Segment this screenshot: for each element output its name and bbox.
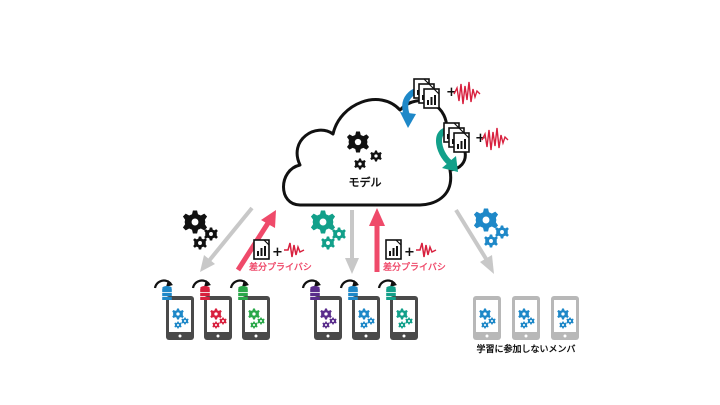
- sync-database-icon: [229, 278, 251, 300]
- noise-wave-icon: [481, 127, 509, 151]
- sync-database-icon: [153, 278, 175, 300]
- gear-icon: [321, 236, 335, 250]
- noise-wave-icon: [453, 81, 481, 105]
- model-gears-black: [182, 210, 218, 250]
- privacy-update-left: + 差分プライバシ: [249, 239, 312, 273]
- plus-sign: +: [446, 85, 457, 100]
- gear-icon: [484, 234, 498, 248]
- phone-device-inactive: [473, 296, 501, 340]
- phone-device-inactive: [551, 296, 579, 340]
- gear-icon: [310, 210, 336, 234]
- phone-device: [314, 296, 342, 340]
- sync-database-icon: [339, 278, 361, 300]
- phone-group-non-participants: 学習に参加しないメンバ: [473, 296, 579, 355]
- model-gears-teal: [310, 210, 346, 250]
- sync-database-icon: [191, 278, 213, 300]
- phone-device: [352, 296, 380, 340]
- sync-database-icon: [377, 278, 399, 300]
- download-arrow-center: [345, 210, 359, 274]
- differential-privacy-label: 差分プライバシ: [383, 261, 446, 273]
- model-label: モデル: [349, 175, 382, 189]
- teal-arrow-head: [442, 156, 458, 172]
- chart-document-icon: [385, 239, 402, 260]
- noise-wave-icon: [284, 242, 305, 258]
- gear-icon: [495, 225, 509, 239]
- plus-sign: +: [475, 131, 486, 146]
- download-arrow-left: [200, 206, 254, 272]
- download-arrow-right: [454, 208, 494, 274]
- differential-privacy-label: 差分プライバシ: [249, 261, 312, 273]
- gear-icon: [473, 208, 499, 232]
- non-participants-label: 学習に参加しないメンバ: [476, 343, 575, 355]
- sync-database-icon: [301, 278, 323, 300]
- noise-wave-icon: [416, 242, 437, 258]
- phone-device: [242, 296, 270, 340]
- gear-icon: [204, 227, 218, 241]
- cloud-model: モデル: [282, 98, 467, 207]
- upload-arrow-center: [369, 208, 385, 272]
- phone-group-left: [153, 278, 270, 340]
- gear-icon: [332, 227, 346, 241]
- blue-arrow-head: [400, 112, 416, 128]
- cloud-shape: [282, 98, 467, 207]
- model-gears-blue: [473, 208, 509, 248]
- phone-device-inactive: [512, 296, 540, 340]
- incoming-update-1: +: [400, 78, 481, 128]
- phone-device: [390, 296, 418, 340]
- plus-sign: +: [272, 245, 283, 260]
- plus-sign: +: [404, 245, 415, 260]
- incoming-update-2: +: [436, 122, 509, 172]
- phone-device: [204, 296, 232, 340]
- gear-icon: [193, 236, 207, 250]
- chart-document-icon: [253, 239, 270, 260]
- phone-group-center: [301, 278, 418, 340]
- privacy-update-center: + 差分プライバシ: [383, 239, 446, 273]
- phone-device: [166, 296, 194, 340]
- gear-icon: [182, 210, 208, 234]
